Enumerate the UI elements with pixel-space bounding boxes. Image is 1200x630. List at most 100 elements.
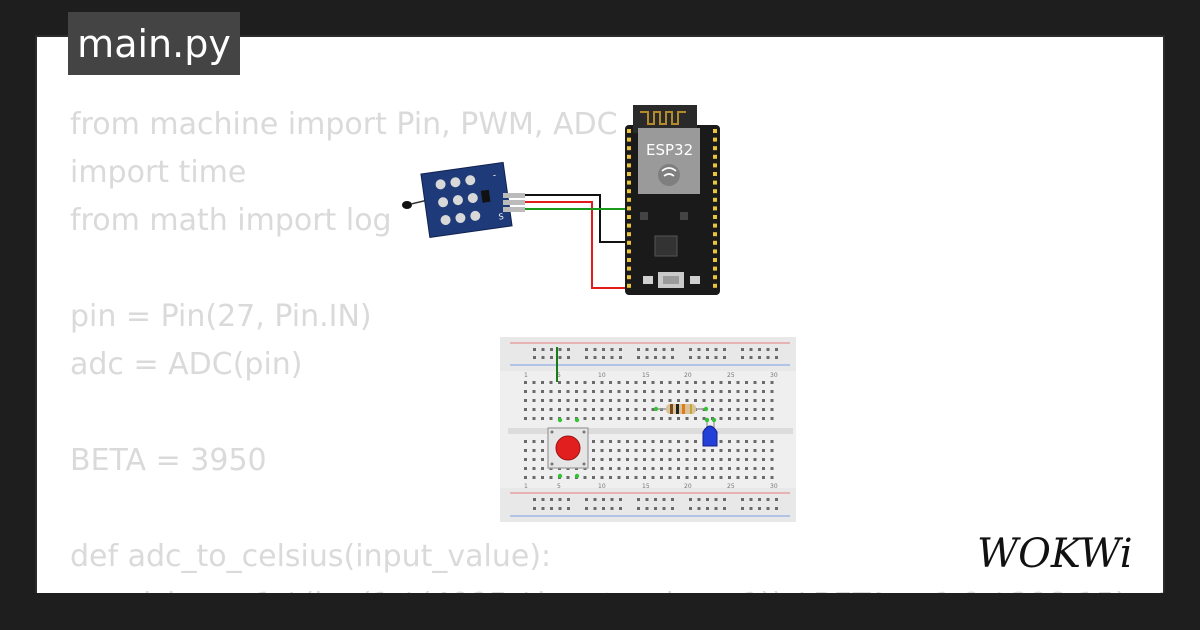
breadboard-hole	[619, 507, 622, 510]
breadboard-hole	[634, 467, 638, 470]
breadboard-hole	[592, 467, 595, 470]
breadboard-hole	[592, 458, 595, 461]
breadboard-hole	[600, 417, 604, 420]
breadboard-hole	[600, 399, 604, 402]
breadboard-hole	[617, 440, 621, 443]
breadboard-hole	[602, 507, 605, 510]
breadboard-hole	[702, 449, 706, 452]
breadboard-hole	[592, 449, 595, 452]
breadboard-hole	[602, 348, 605, 351]
breadboard-hole	[609, 449, 612, 452]
esp32-pin	[713, 232, 717, 237]
breadboard-hole	[617, 458, 621, 461]
breadboard[interactable]: 1 5 10 15 20 25 30 1 5 10 15 20 25 30	[500, 337, 796, 522]
breadboard-hole	[609, 440, 612, 443]
resistor[interactable]	[653, 404, 709, 414]
esp32-pin	[627, 172, 631, 176]
breadboard-hole	[662, 498, 666, 501]
breadboard-hole	[689, 507, 692, 510]
breadboard-hole	[719, 408, 723, 411]
breadboard-hole	[643, 476, 646, 479]
breadboard-hole	[728, 399, 731, 402]
breadboard-hole	[617, 381, 621, 384]
breadboard-hole	[741, 348, 744, 351]
breadboard-hole	[626, 458, 629, 461]
breadboard-hole	[634, 476, 638, 479]
breadboard-hole	[566, 399, 570, 402]
breadboard-hole	[567, 498, 570, 501]
breadboard-hole	[634, 449, 638, 452]
esp32-pin	[627, 249, 631, 254]
breadboard-hole	[745, 381, 748, 384]
breadboard-hole	[550, 507, 553, 510]
file-name-tab: main.py	[68, 12, 240, 75]
breadboard-hole	[758, 507, 761, 510]
breadboard-hole	[637, 507, 640, 510]
breadboard-hole	[685, 390, 689, 393]
code-line: BETA = 3950	[70, 443, 267, 478]
breadboard-hole	[651, 399, 655, 402]
breadboard-hole	[671, 498, 674, 501]
breadboard-hole	[549, 390, 553, 393]
breadboard-hole	[600, 408, 604, 411]
breadboard-hole	[533, 507, 536, 510]
breadboard-hole	[762, 399, 765, 402]
esp32-pin	[627, 275, 631, 280]
breadboard-hole	[651, 408, 655, 411]
breadboard-hole	[728, 458, 731, 461]
breadboard-hole	[585, 507, 588, 510]
breadboard-hole	[524, 449, 527, 452]
breadboard-hole	[770, 390, 774, 393]
esp32-board[interactable]: ESP32	[625, 105, 720, 295]
push-button[interactable]	[547, 417, 589, 479]
breadboard-hole	[634, 390, 638, 393]
breadboard-hole	[775, 498, 778, 501]
esp32-pin	[627, 129, 631, 133]
breadboard-hole	[600, 449, 604, 452]
breadboard-hole	[651, 417, 655, 420]
breadboard-hole	[532, 381, 536, 384]
breadboard-hole	[662, 348, 666, 351]
temperature-sensor-module[interactable]: S -	[402, 161, 525, 238]
breadboard-hole	[689, 356, 692, 359]
breadboard-hole	[762, 467, 765, 470]
breadboard-hole	[702, 399, 706, 402]
breadboard-hole	[609, 390, 612, 393]
column-number: 5	[557, 483, 561, 490]
breadboard-hole	[600, 440, 604, 443]
breadboard-hole	[583, 399, 587, 402]
breadboard-hole	[541, 348, 545, 351]
breadboard-hole	[736, 449, 740, 452]
breadboard-hole	[694, 458, 697, 461]
esp32-pin	[627, 240, 631, 245]
breadboard-hole	[575, 408, 578, 411]
breadboard-hole	[758, 348, 761, 351]
breadboard-hole	[524, 408, 527, 411]
breadboard-hole	[711, 390, 714, 393]
breadboard-hole	[694, 467, 697, 470]
breadboard-hole	[753, 440, 757, 443]
thermistor-bead	[402, 201, 412, 209]
breadboard-hole	[766, 498, 770, 501]
breadboard-hole	[706, 356, 709, 359]
breadboard-hole	[702, 417, 706, 420]
esp32-pin	[627, 215, 631, 219]
breadboard-hole	[541, 458, 544, 461]
esp32-pin	[627, 163, 631, 168]
blue-led[interactable]	[702, 417, 718, 447]
breadboard-hole	[533, 348, 536, 351]
breadboard-hole	[593, 507, 597, 510]
breadboard-hole	[593, 498, 597, 501]
breadboard-hole	[762, 458, 765, 461]
code-line: celsius = 1 / (log(1 / (4095 / input_val…	[70, 581, 1163, 593]
breadboard-hole	[600, 476, 604, 479]
esp32-pin	[713, 172, 717, 176]
bottom-edge	[35, 593, 1165, 630]
breadboard-hole	[593, 348, 597, 351]
breadboard-hole	[736, 390, 740, 393]
breadboard-hole	[619, 498, 622, 501]
breadboard-hole	[593, 356, 597, 359]
breadboard-hole	[610, 356, 614, 359]
breadboard-hole	[654, 498, 657, 501]
breadboard-hole	[745, 476, 748, 479]
